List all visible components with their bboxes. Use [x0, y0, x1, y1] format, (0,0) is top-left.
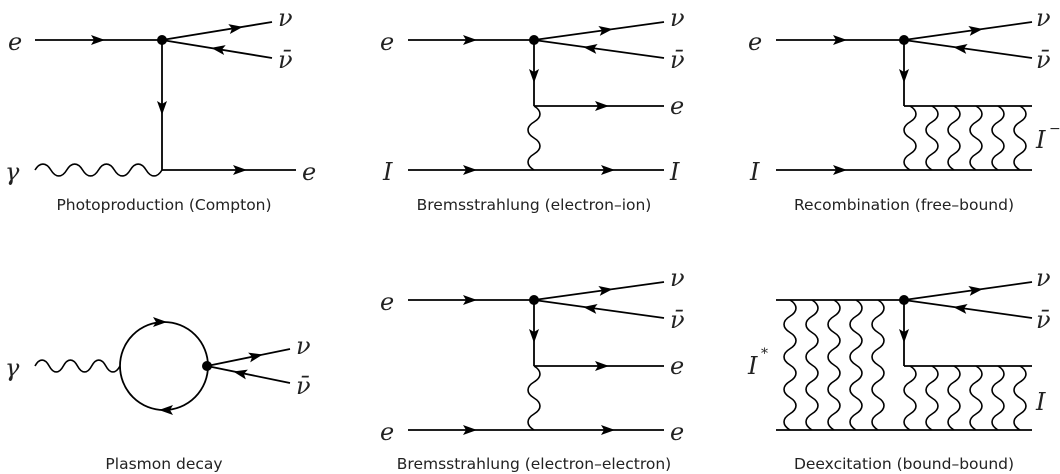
label-ion-in: I: [382, 158, 393, 186]
caption-plasmon-decay: Plasmon decay: [105, 455, 222, 473]
label-e-out: e: [670, 92, 684, 120]
label-ion-excited-superscript: *: [761, 346, 768, 362]
label-nubar: ν̄: [1036, 46, 1051, 74]
label-nu: ν: [670, 264, 685, 292]
label-ion-in: I: [749, 158, 760, 186]
label-e-out: e: [670, 352, 684, 380]
caption-photoproduction: Photoproduction (Compton): [56, 196, 271, 214]
diagram-photoproduction: e ν ν̄ γ e Photoproduction (Compton): [5, 4, 316, 214]
diagram-recombination: e ν ν̄ I − I Recombination (free–bound): [748, 4, 1060, 214]
label-e-in: e: [8, 28, 22, 56]
label-ion-bound-superscript: −: [1049, 121, 1060, 137]
label-nubar: ν̄: [278, 46, 293, 74]
label-e-out: e: [302, 158, 316, 186]
label-ion-excited: I: [747, 352, 758, 380]
caption-deexcitation: Deexcitation (bound–bound): [794, 455, 1014, 473]
diagram-plasmon-decay: γ ν ν̄ Plasmon decay: [5, 317, 311, 473]
label-nubar: ν̄: [296, 372, 311, 400]
label-gamma: γ: [5, 354, 20, 382]
label-e-in: e: [748, 28, 762, 56]
label-nu: ν: [670, 4, 685, 32]
label-ion-out: I: [669, 158, 680, 186]
label-nu: ν: [1036, 4, 1051, 32]
label-gamma: γ: [5, 158, 20, 186]
label-e2-in: e: [380, 418, 394, 446]
label-nubar: ν̄: [1036, 306, 1051, 334]
label-ion-out: I: [1035, 388, 1046, 416]
label-e-in: e: [380, 288, 394, 316]
label-ion-bound: I: [1035, 126, 1046, 154]
label-e2-out: e: [670, 418, 684, 446]
caption-bremsstrahlung-electron-ion: Bremsstrahlung (electron–ion): [417, 196, 652, 214]
label-nubar: ν̄: [670, 46, 685, 74]
label-nu: ν: [296, 332, 311, 360]
caption-recombination: Recombination (free–bound): [794, 196, 1014, 214]
diagram-bremsstrahlung-electron-electron: e ν ν̄ e e e Bremsstrahlung (electron–el…: [380, 264, 685, 473]
label-e-in: e: [380, 28, 394, 56]
diagram-deexcitation: I * ν ν̄ I Deexcitation (bound–bound): [747, 264, 1051, 473]
caption-bremsstrahlung-electron-electron: Bremsstrahlung (electron–electron): [397, 455, 671, 473]
label-nu: ν: [278, 4, 293, 32]
label-nu: ν: [1036, 264, 1051, 292]
label-nubar: ν̄: [670, 306, 685, 334]
diagram-bremsstrahlung-electron-ion: e ν ν̄ e I I Bremsstrahlung (electron–io…: [380, 4, 685, 214]
